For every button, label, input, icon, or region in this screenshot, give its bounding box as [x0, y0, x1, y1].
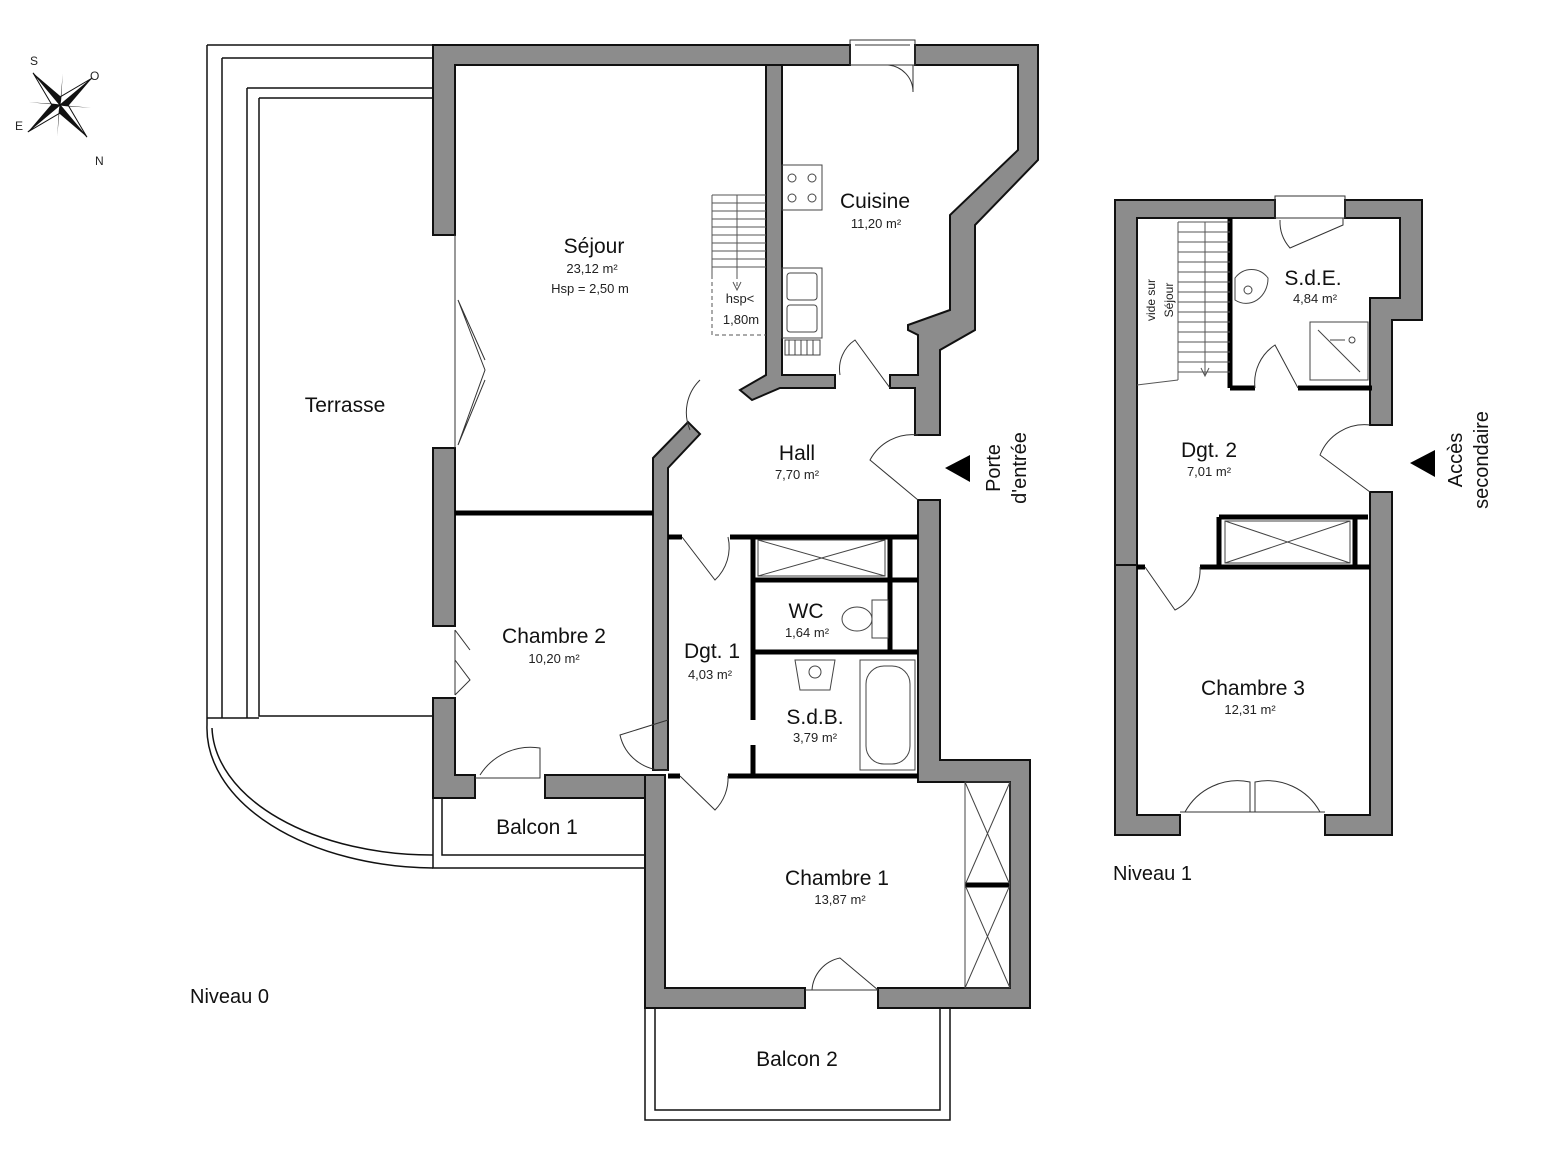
walls-level-1 [1114, 199, 1423, 836]
room-name-wc: WC [789, 600, 824, 623]
compass-label-s: S [30, 54, 38, 68]
room-name-cuisine: Cuisine [840, 190, 910, 213]
terrasse-outline [206, 44, 434, 869]
room-name-balcon-1: Balcon 1 [496, 816, 578, 839]
room-name-chambre-3: Chambre 3 [1201, 677, 1305, 700]
level-0-label: Niveau 0 [190, 986, 269, 1008]
hsp-note-line2: 1,80m [723, 312, 759, 327]
kitchen-fixtures [781, 164, 823, 356]
secondary-access-line1: Accès [1445, 433, 1467, 487]
room-area-chambre-2: 10,20 m² [528, 651, 580, 666]
room-name-balcon-2: Balcon 2 [756, 1048, 838, 1071]
room-height-sejour: Hsp = 2,50 m [551, 281, 629, 296]
staircase-level-0 [711, 194, 766, 336]
bathroom-fixtures-level-0 [794, 599, 916, 771]
room-area-chambre-1: 13,87 m² [814, 892, 866, 907]
room-name-chambre-2: Chambre 2 [502, 625, 606, 648]
vide-sejour-line1: vide sur [1144, 279, 1158, 321]
room-name-dgt-2: Dgt. 2 [1181, 439, 1237, 462]
walls-level-0 [432, 44, 1039, 1009]
level-1-label: Niveau 1 [1113, 863, 1192, 885]
room-area-hall: 7,70 m² [775, 467, 820, 482]
staircase-level-1 [1136, 221, 1230, 386]
compass-label-e: E [15, 119, 23, 133]
vide-sejour-line2: Séjour [1162, 283, 1176, 318]
room-area-wc: 1,64 m² [785, 625, 830, 640]
hsp-note-line1: hsp< [726, 291, 755, 306]
room-name-hall: Hall [779, 442, 815, 465]
room-area-sejour: 23,12 m² [566, 261, 618, 276]
room-area-cuisine: 11,20 m² [851, 216, 902, 231]
entrance-arrow-icon [945, 455, 970, 482]
room-name-chambre-1: Chambre 1 [785, 867, 889, 890]
balcon-1-outline [432, 798, 645, 869]
entrance-label-line2: d'entrée [1009, 432, 1031, 504]
balcon-2-outline [644, 1008, 951, 1121]
room-name-dgt-1: Dgt. 1 [684, 640, 740, 663]
compass-label-o: O [90, 69, 99, 83]
room-area-dgt-1: 4,03 m² [688, 667, 733, 682]
room-area-sdb: 3,79 m² [793, 730, 838, 745]
closets [757, 539, 1011, 989]
compass-label-n: N [95, 154, 104, 168]
partitions-level-0 [455, 510, 1010, 888]
doors-level-0 [454, 39, 919, 991]
closet-level-1 [1224, 520, 1351, 564]
partitions-level-1 [1137, 218, 1372, 570]
secondary-access-arrow-icon [1410, 450, 1435, 477]
room-area-sde: 4,84 m² [1293, 291, 1338, 306]
secondary-access-line2: secondaire [1471, 411, 1493, 509]
doors-level-1 [1144, 195, 1371, 813]
bathroom-fixtures-level-1 [1234, 269, 1369, 381]
compass-rose-icon: S O E N [15, 54, 104, 168]
room-name-sdb: S.d.B. [786, 706, 843, 729]
room-area-dgt-2: 7,01 m² [1187, 464, 1232, 479]
room-name-terrasse: Terrasse [305, 394, 386, 417]
room-area-chambre-3: 12,31 m² [1224, 702, 1276, 717]
entrance-label-line1: Porte [983, 444, 1005, 492]
room-name-sde: S.d.E. [1284, 267, 1341, 290]
room-name-sejour: Séjour [564, 235, 625, 258]
